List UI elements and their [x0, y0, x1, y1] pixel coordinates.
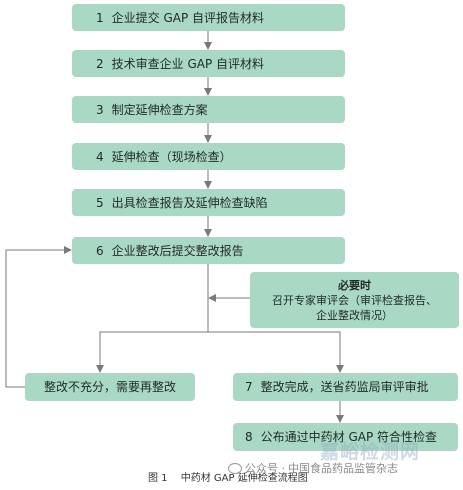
step-number: 6 — [96, 243, 104, 258]
step-label: 技术审查企业 GAP 自评材料 — [111, 56, 265, 71]
wechat-watermark: 公众号 · 中国食品药品监管杂志 — [228, 460, 398, 476]
step-number: 8 — [245, 430, 253, 444]
step-number: 3 — [96, 102, 104, 117]
loop-back-arrow — [5, 246, 72, 388]
wechat-icon — [228, 462, 242, 474]
step-label: 企业整改后提交整改报告 — [111, 243, 244, 258]
step-label: 制定延伸检查方案 — [111, 102, 208, 117]
figure-title: 中药材 GAP 延伸检查流程图 — [180, 473, 308, 484]
step-number: 7 — [245, 380, 253, 394]
insufficient-rectification-box: 整改不充分，需要再整改 — [25, 373, 195, 401]
step-4-box: 4 延伸检查（现场检查） — [72, 143, 345, 170]
figure-number: 图 1 — [148, 473, 168, 484]
step-6-box: 6 企业整改后提交整改报告 — [72, 237, 345, 264]
step-label: 整改完成，送省药监局审评审批 — [260, 380, 429, 394]
branch-split — [99, 331, 344, 373]
expert-review-box: 必要时 召开专家审评会（审评检查报告、 企业整改情况） — [250, 272, 459, 328]
step-number: 1 — [96, 10, 104, 25]
step-label: 公布通过中药材 GAP 符合性检查 — [260, 430, 438, 444]
expert-review-heading: 必要时 — [338, 278, 371, 292]
expert-review-line-1: 召开专家审评会（审评检查报告、 — [272, 293, 437, 307]
step-label: 延伸检查（现场检查） — [111, 149, 232, 164]
expert-review-line-2: 企业整改情况） — [316, 308, 393, 322]
insufficient-label: 整改不充分，需要再整改 — [43, 380, 176, 394]
wechat-label: 公众号 · — [245, 462, 285, 475]
step-number: 4 — [96, 149, 104, 164]
watermark-subtitle: 中国食品药品监管杂志 — [288, 462, 398, 475]
step-5-box: 5 出具检查报告及延伸检查缺陷 — [72, 189, 345, 216]
site-watermark: 嘉峪检测网 — [320, 441, 421, 463]
figure-caption: 图 1 中药材 GAP 延伸检查流程图 — [148, 469, 308, 484]
step-3-box: 3 制定延伸检查方案 — [72, 96, 345, 123]
step-2-box: 2 技术审查企业 GAP 自评材料 — [72, 50, 345, 77]
step-7-box: 7 整改完成，送省药监局审评审批 — [233, 373, 458, 401]
step-8-box: 8 公布通过中药材 GAP 符合性检查 — [233, 423, 458, 451]
step-1-box: 1 企业提交 GAP 自评报告材料 — [72, 4, 345, 31]
step-number: 5 — [96, 195, 104, 210]
step-label: 出具检查报告及延伸检查缺陷 — [111, 195, 268, 210]
step-label: 企业提交 GAP 自评报告材料 — [111, 10, 265, 25]
step-number: 2 — [96, 56, 104, 71]
